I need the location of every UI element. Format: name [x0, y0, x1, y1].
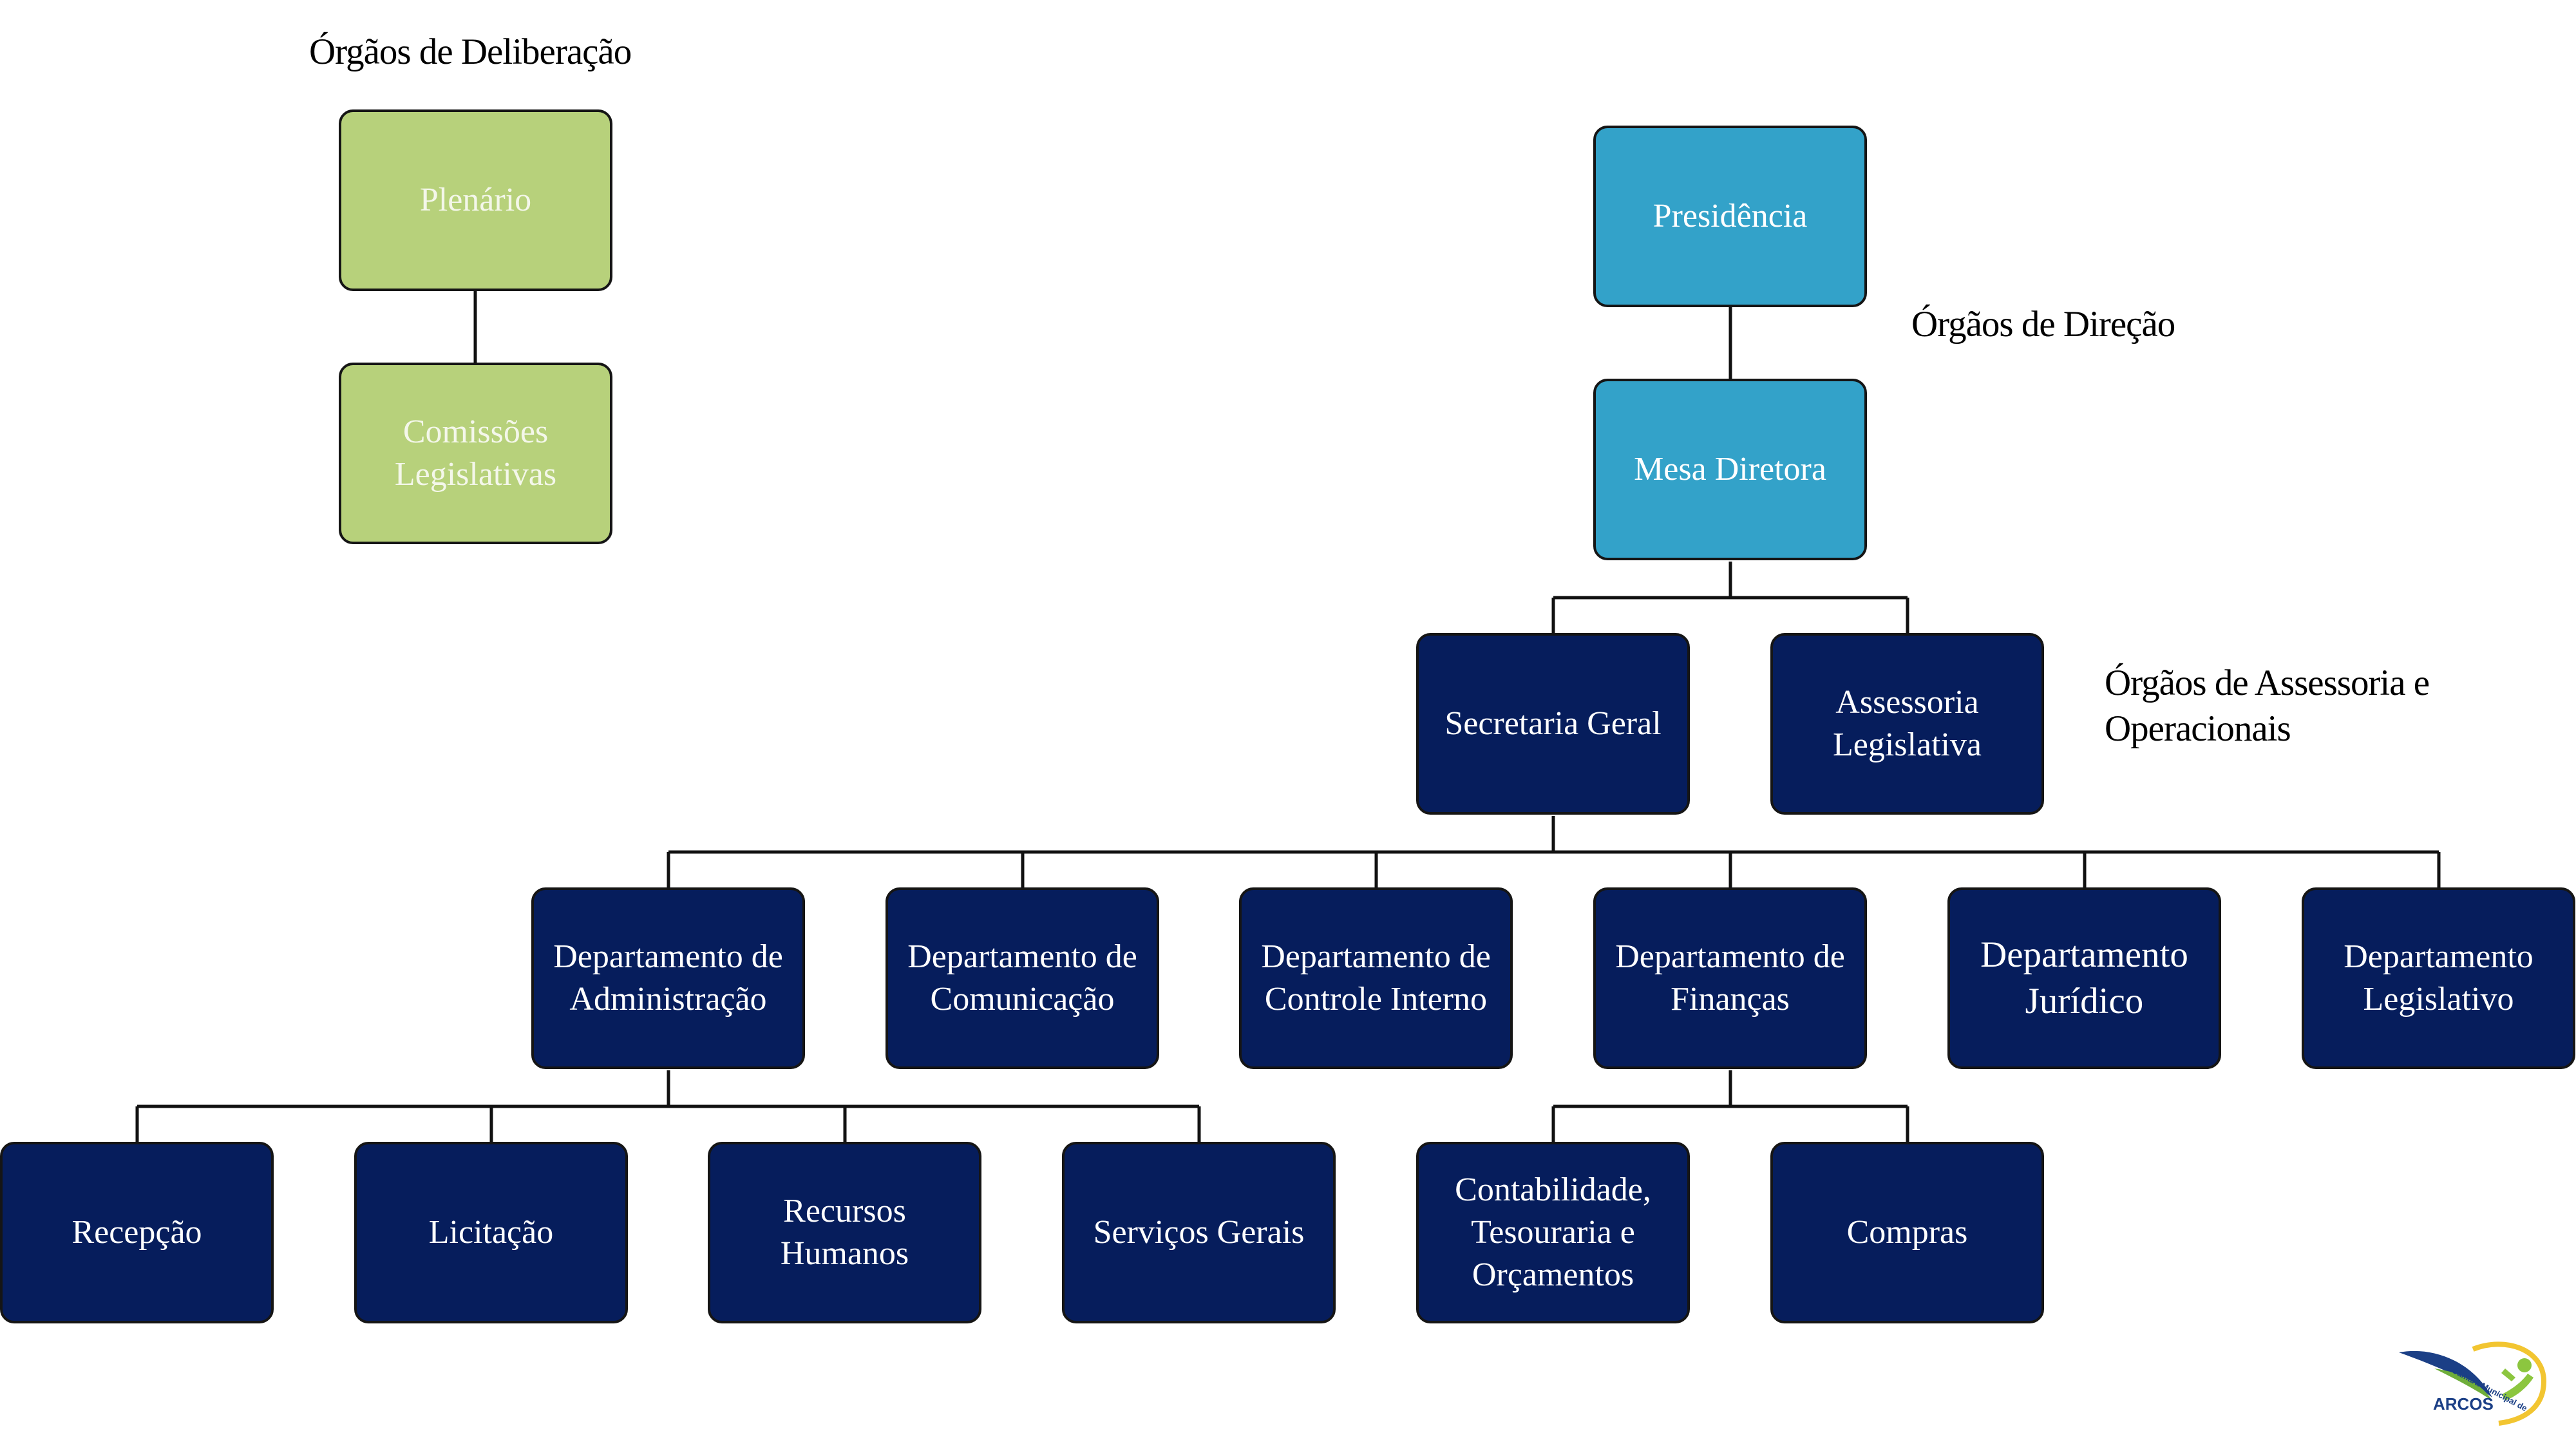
node-label: Secretaria Geral	[1444, 705, 1662, 742]
node-departamento-administracao[interactable]: Departamento de Administração	[531, 887, 805, 1069]
node-departamento-controle-interno[interactable]: Departamento de Controle Interno	[1239, 887, 1513, 1069]
node-assessoria-legislativa[interactable]: Assessoria Legislativa	[1770, 633, 2044, 815]
node-comissoes-legislativas[interactable]: Comissões Legislativas	[339, 363, 612, 544]
logo-figure-head	[2517, 1358, 2532, 1372]
node-label: Assessoria Legislativa	[1832, 683, 1982, 763]
node-departamento-comunicacao[interactable]: Departamento de Comunicação	[886, 887, 1159, 1069]
node-label: Contabilidade, Tesouraria e Orçamentos	[1455, 1171, 1651, 1294]
node-label: Departamento Legislativo	[2344, 938, 2533, 1018]
camara-arcos-logo	[2399, 1341, 2547, 1426]
label-orgaos-assessoria: Órgãos de Assessoria e Operacionais	[2105, 663, 2430, 750]
node-label: Licitação	[428, 1213, 554, 1251]
node-label: Departamento de Controle Interno	[1261, 938, 1491, 1018]
node-label: Comissões Legislativas	[394, 413, 557, 493]
node-departamento-legislativo[interactable]: Departamento Legislativo	[2302, 887, 2575, 1069]
node-label: Departamento de Finanças	[1615, 938, 1845, 1018]
node-plenario[interactable]: Plenário	[339, 109, 612, 291]
logo-blue-swoosh	[2399, 1350, 2492, 1397]
node-recursos-humanos[interactable]: Recursos Humanos	[708, 1142, 981, 1323]
node-mesa-diretora[interactable]: Mesa Diretora	[1593, 379, 1867, 560]
node-label: Serviços Gerais	[1093, 1213, 1305, 1251]
node-servicos-gerais[interactable]: Serviços Gerais	[1062, 1142, 1336, 1323]
node-label: Departamento de Comunicação	[907, 938, 1137, 1018]
logo-name: ARCOS	[2433, 1394, 2494, 1414]
node-label: Compras	[1846, 1213, 1968, 1251]
node-compras[interactable]: Compras	[1770, 1142, 2044, 1323]
node-licitacao[interactable]: Licitação	[354, 1142, 628, 1323]
label-orgaos-direcao: Órgãos de Direção	[1911, 304, 2175, 345]
node-recepcao[interactable]: Recepção	[0, 1142, 274, 1323]
node-label: Departamento Jurídico	[1980, 934, 2188, 1021]
node-presidencia[interactable]: Presidência	[1593, 126, 1867, 307]
node-label: Departamento de Administração	[553, 938, 783, 1018]
node-label: Plenário	[419, 181, 532, 218]
node-label: Mesa Diretora	[1634, 450, 1826, 488]
node-label: Recursos Humanos	[780, 1192, 909, 1272]
node-departamento-juridico[interactable]: Departamento Jurídico	[1947, 887, 2221, 1069]
node-secretaria-geral[interactable]: Secretaria Geral	[1416, 633, 1690, 815]
logo-figure-arm	[2501, 1368, 2515, 1381]
logo-figure-body	[2502, 1374, 2533, 1401]
node-label: Presidência	[1653, 197, 1808, 234]
node-contabilidade-tesouraria-orcamentos[interactable]: Contabilidade, Tesouraria e Orçamentos	[1416, 1142, 1690, 1323]
node-departamento-financas[interactable]: Departamento de Finanças	[1593, 887, 1867, 1069]
label-orgaos-deliberacao: Órgãos de Deliberação	[309, 32, 632, 72]
logo-yellow-arc	[2472, 1341, 2547, 1426]
node-label: Recepção	[71, 1213, 202, 1251]
